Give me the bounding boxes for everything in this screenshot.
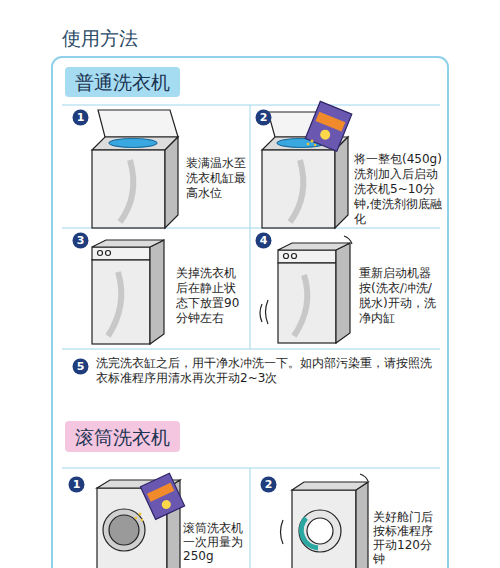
- illustration-part: [62, 349, 440, 350]
- panel-frame: [52, 57, 448, 568]
- illustration-part: [292, 482, 368, 490]
- illustration-part: [360, 474, 368, 481]
- illustration-part: [141, 519, 143, 521]
- illustration-part: [103, 509, 145, 551]
- machine-type-header: 普通洗衣机: [65, 67, 180, 97]
- top-loader-open: [92, 110, 178, 228]
- illustration-part: [135, 513, 144, 522]
- callout-number: 4: [260, 235, 268, 247]
- step-description: 重新启动机器按(洗衣/冲洗/脱水)开动，洗净内缸: [359, 266, 439, 326]
- illustration-part: [92, 150, 165, 228]
- step-description: 洗完洗衣缸之后，用干净水冲洗一下。如内部污染重，请按照洗衣标准程序用清水再次开动…: [96, 356, 436, 386]
- illustration-part: [314, 144, 316, 146]
- number-circle-shape: [69, 477, 85, 493]
- machine-type-header: 滚筒洗衣机: [65, 421, 180, 452]
- illustration-part: [120, 160, 133, 222]
- page-title: 使用方法: [62, 26, 138, 50]
- number-circle-shape: [73, 359, 89, 375]
- illustration-part: [305, 101, 352, 151]
- step-description: 关掉洗衣机后在静止状态下放置90分钟左右: [176, 266, 240, 326]
- step-description: 将一整包(450g)洗剂加入后启动洗衣机5~10分钟,使洗剂彻底融化: [354, 152, 446, 227]
- step-number: 3: [72, 232, 89, 249]
- illustration-part: [307, 140, 316, 147]
- callout-number: 2: [265, 479, 273, 491]
- number-circle-shape: [261, 477, 277, 493]
- step-description: 滚筒洗衣机一次用量为250g: [183, 521, 247, 563]
- illustration-part: [62, 105, 440, 106]
- illustration-part: [135, 517, 138, 520]
- illustration-part: [92, 247, 150, 260]
- front-loader-with-detergent: [97, 473, 185, 568]
- illustration-part: [108, 272, 121, 336]
- number-circle-shape: [256, 110, 272, 126]
- illustration-part: [284, 254, 289, 259]
- illustration-part: [292, 254, 297, 259]
- illustration-part: [147, 483, 174, 502]
- illustration-part: [316, 112, 346, 132]
- illustration-part: [290, 160, 303, 222]
- illustration-part: [278, 263, 336, 343]
- illustration-part: [140, 473, 184, 519]
- callout-number: 3: [77, 235, 85, 247]
- illustration-part: [281, 520, 284, 544]
- illustration-part: [92, 137, 178, 150]
- callout-number: 1: [73, 479, 81, 491]
- step-number: 1: [68, 476, 85, 493]
- illustration-part: [92, 240, 164, 247]
- number-circle-shape: [256, 233, 272, 249]
- step-number: 4: [255, 232, 272, 249]
- illustration-part: [356, 482, 368, 568]
- top-loader-with-detergent: [262, 101, 352, 228]
- illustration-part: [305, 101, 352, 151]
- header-text: 普通洗衣机: [75, 71, 170, 93]
- illustration-part: [62, 468, 440, 469]
- illustration-part: [307, 143, 310, 146]
- step-description: 装满温水至洗衣机缸最高水位: [186, 156, 250, 201]
- step-number: 5: [72, 358, 89, 375]
- illustration-part: [292, 490, 356, 568]
- illustration-part: [278, 243, 350, 250]
- step-description: 关好舱门后按标准程序开动120分钟: [373, 510, 437, 566]
- top-loader-running: [260, 236, 352, 343]
- header-text: 滚筒洗衣机: [75, 426, 170, 448]
- top-loader-closed: [92, 240, 164, 344]
- callout-number: 5: [77, 361, 85, 373]
- illustration-part: [98, 251, 103, 256]
- illustration-part: [140, 473, 184, 519]
- illustration-part: [109, 139, 157, 148]
- illustration-part: [250, 105, 251, 349]
- illustration-part: [106, 251, 111, 256]
- illustration-part: [92, 260, 150, 344]
- illustration-part: [299, 510, 341, 552]
- step-number: 2: [260, 476, 277, 493]
- step-number: 2: [255, 109, 272, 126]
- step-number: 1: [72, 109, 89, 126]
- illustration-part: [109, 515, 139, 545]
- illustration-part: [278, 250, 336, 263]
- front-loader-running: [281, 474, 369, 568]
- illustration-part: [150, 240, 164, 344]
- number-circle-shape: [73, 233, 89, 249]
- illustration-part: [336, 243, 350, 343]
- illustration-part: [98, 110, 178, 137]
- number-circle-shape: [73, 110, 89, 126]
- illustration-part: [260, 304, 262, 322]
- callout-number: 2: [260, 112, 268, 124]
- illustration-part: [266, 300, 269, 324]
- callout-number: 1: [77, 112, 85, 124]
- illustration-part: [307, 518, 333, 544]
- illustration-part: [294, 275, 307, 336]
- illustration-part: [139, 513, 142, 516]
- illustration-part: [160, 499, 172, 511]
- illustration-part: [319, 128, 332, 141]
- illustration-part: [262, 150, 335, 228]
- illustration-part: [250, 468, 251, 568]
- illustration-part: [311, 140, 314, 143]
- illustration-part: [165, 137, 178, 228]
- illustration-part: [344, 236, 352, 244]
